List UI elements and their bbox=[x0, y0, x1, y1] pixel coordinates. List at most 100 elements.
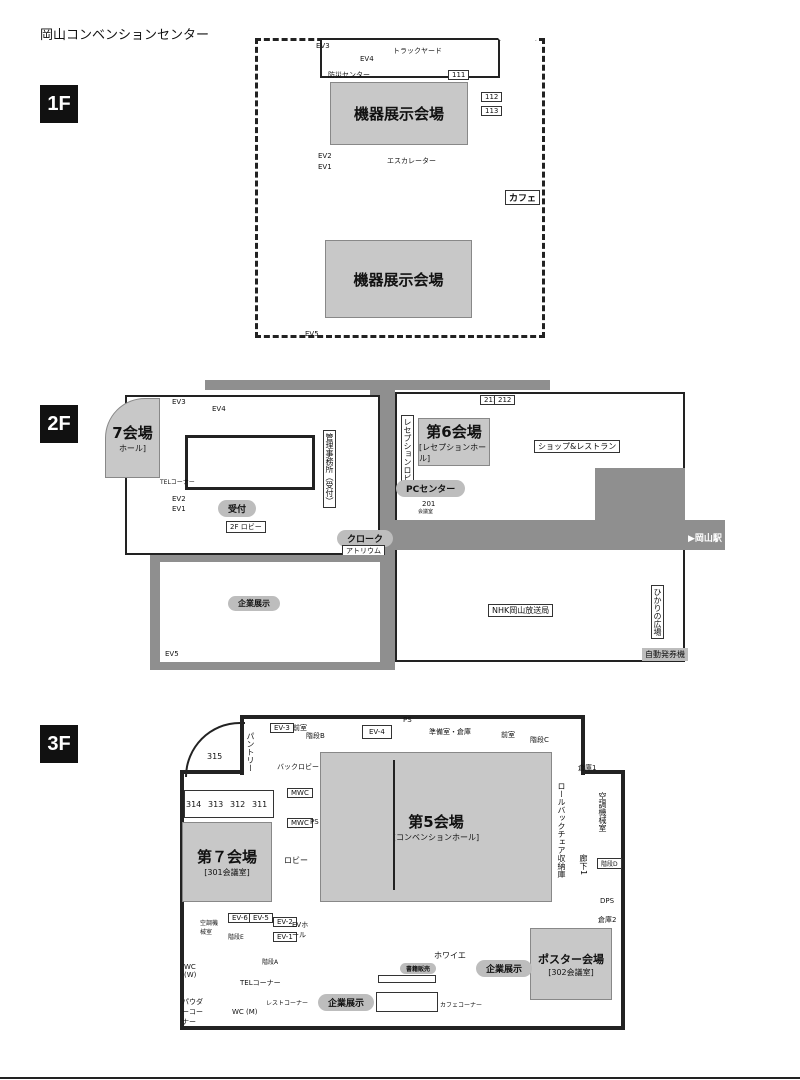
meeting-rooms-block bbox=[184, 790, 274, 818]
truck-yard-label: トラックヤード bbox=[393, 47, 442, 55]
wc-w-label: WC (W) bbox=[184, 963, 197, 979]
corridor bbox=[395, 520, 725, 550]
storage1-label: 倉庫1 bbox=[578, 764, 597, 772]
hall-6[interactable]: 第6会場 [レセプションホール] bbox=[418, 418, 490, 466]
lobby-label: ロビー bbox=[284, 856, 308, 865]
partition-wall bbox=[393, 760, 395, 890]
ev5-label: EV5 bbox=[305, 330, 319, 338]
hall-label: 第6会場 bbox=[426, 422, 482, 441]
cafe-label: カフェ bbox=[505, 190, 541, 205]
poster-hall[interactable]: ポスター会場 [302会議室] bbox=[530, 928, 612, 1000]
hall-sublabel: [コンベンションホール] bbox=[392, 833, 480, 842]
ev1-label: EV1 bbox=[318, 163, 332, 171]
ev-hall-label: EVホール bbox=[292, 921, 309, 939]
storage2-label: 倉庫2 bbox=[598, 916, 617, 924]
room-212: 212 bbox=[494, 395, 516, 405]
powder-label: パウダーコーナー bbox=[182, 998, 203, 1026]
ev3-label: EV3 bbox=[316, 42, 330, 50]
ps-label: PS bbox=[310, 818, 319, 826]
back-lobby-label: バックロビー bbox=[277, 763, 319, 771]
stairs-c-label: 階段C bbox=[530, 736, 549, 744]
ev-2: EV-2 bbox=[273, 917, 297, 927]
nhk-label: NHK岡山放送局 bbox=[488, 604, 554, 617]
room-313: 313 bbox=[208, 800, 224, 809]
bottom-rule bbox=[0, 1077, 800, 1079]
escalator-label: エスカレーター bbox=[387, 157, 436, 165]
hall-5[interactable]: 第5会場 [コンベンションホール] bbox=[320, 752, 552, 902]
ev-5: EV-5 bbox=[249, 913, 273, 923]
room-201-sub: 会議室 bbox=[418, 509, 434, 515]
shop-label: ショップ&レストラン bbox=[534, 440, 621, 453]
reception-lobby-label: レセプションロビー bbox=[401, 415, 414, 493]
tel-label: TELコーナー bbox=[160, 479, 195, 486]
front-room2-label: 前室 bbox=[501, 731, 515, 739]
front-room-label: 前室 bbox=[293, 724, 307, 732]
ev5-label: EV5 bbox=[165, 650, 179, 658]
curved-wall bbox=[185, 722, 245, 777]
hall-7-2f[interactable]: 7会場 ホール] bbox=[105, 398, 160, 478]
mwc-2: MWC bbox=[287, 818, 313, 828]
ev1-label: EV1 bbox=[172, 505, 186, 513]
corridor1-label: 廊下1 bbox=[578, 852, 589, 878]
building-wall bbox=[320, 38, 500, 78]
floor-label-3f: 3F bbox=[40, 725, 78, 763]
hall-label: 機器展示会場 bbox=[353, 105, 444, 123]
hall-1f-b[interactable]: 機器展示会場 bbox=[325, 240, 472, 318]
ticket-machine-label: 自動発券機 bbox=[642, 648, 688, 661]
ev4-label: EV4 bbox=[360, 55, 374, 63]
company-exhibit-area[interactable] bbox=[160, 562, 380, 662]
map-title: 岡山コンベンションセンター bbox=[40, 28, 210, 43]
room-201: 201 bbox=[422, 500, 436, 508]
ev-4: EV-4 bbox=[362, 725, 392, 739]
hall-label: 第７会場 bbox=[196, 848, 257, 866]
ac-room-label: 空調機械室 bbox=[597, 790, 608, 834]
hall-sublabel: ホール] bbox=[118, 444, 147, 453]
cafe-corner-label: カフェコーナー bbox=[440, 1002, 483, 1009]
hall-7-3f[interactable]: 第７会場 [301会議室] bbox=[182, 822, 272, 902]
entrance-marker bbox=[498, 38, 538, 60]
play-arrow-icon: ▶ bbox=[688, 534, 695, 544]
atrium-void bbox=[185, 435, 315, 490]
room-315: 315 bbox=[207, 752, 223, 761]
foyer-label: ホワイエ bbox=[434, 951, 466, 960]
disaster-center-label: 防災センター bbox=[328, 71, 370, 79]
office-label: 管理事務所（受付） bbox=[323, 430, 336, 508]
company-exhibit-label: 企業展示 bbox=[228, 596, 280, 611]
books-label: 書籍販売 bbox=[400, 963, 437, 974]
floor-label-2f: 2F bbox=[40, 405, 78, 443]
room-312: 312 bbox=[230, 800, 246, 809]
company-exhibit-3f-a: 企業展示 bbox=[476, 960, 533, 977]
stairs-e-label: 階段E bbox=[228, 934, 244, 941]
room-111: 111 bbox=[448, 70, 470, 80]
ev-1: EV-1 bbox=[273, 932, 297, 942]
ev2-label: EV2 bbox=[318, 152, 332, 160]
dps-label: DPS bbox=[600, 897, 615, 905]
hikari-label: ひかりの広場 bbox=[651, 585, 664, 639]
hall-sublabel: [302会議室] bbox=[548, 967, 594, 977]
room-311: 311 bbox=[252, 800, 268, 809]
station-label: 岡山駅 bbox=[694, 534, 722, 544]
ev-3: EV-3 bbox=[270, 723, 294, 733]
hall-1f-a[interactable]: 機器展示会場 bbox=[330, 82, 468, 145]
cloak-label: クローク bbox=[337, 530, 394, 547]
station-direction[interactable]: ▶岡山駅 bbox=[688, 531, 722, 544]
rest-corner-label: レストコーナー bbox=[266, 1000, 309, 1007]
mwc-1: MWC bbox=[287, 788, 313, 798]
ac-room2-label: 空調機械室 bbox=[200, 920, 219, 936]
floor-label-1f: 1F bbox=[40, 85, 78, 123]
pantry-label: パントリー bbox=[245, 730, 256, 774]
ev2-label: EV2 bbox=[172, 495, 186, 503]
tel-label: TELコーナー bbox=[240, 979, 281, 987]
prep-label: 準備室・倉庫 bbox=[429, 728, 471, 736]
hall-sublabel: [レセプションホール] bbox=[419, 442, 487, 463]
lobby-label: 2F ロビー bbox=[226, 521, 266, 533]
room-112: 112 bbox=[481, 92, 503, 102]
stairs-b-label: 階段B bbox=[306, 732, 325, 740]
hall-sublabel: [301会議室] bbox=[204, 868, 250, 877]
rollback-storage-label: ロールバックチェア収納庫 bbox=[556, 780, 567, 880]
escalator bbox=[376, 992, 438, 1012]
stairs-a-label: 階段A bbox=[262, 959, 279, 966]
ev4-label: EV4 bbox=[212, 405, 226, 413]
company-exhibit-3f-b: 企業展示 bbox=[318, 994, 375, 1011]
hall-label: 機器展示会場 bbox=[353, 270, 444, 289]
